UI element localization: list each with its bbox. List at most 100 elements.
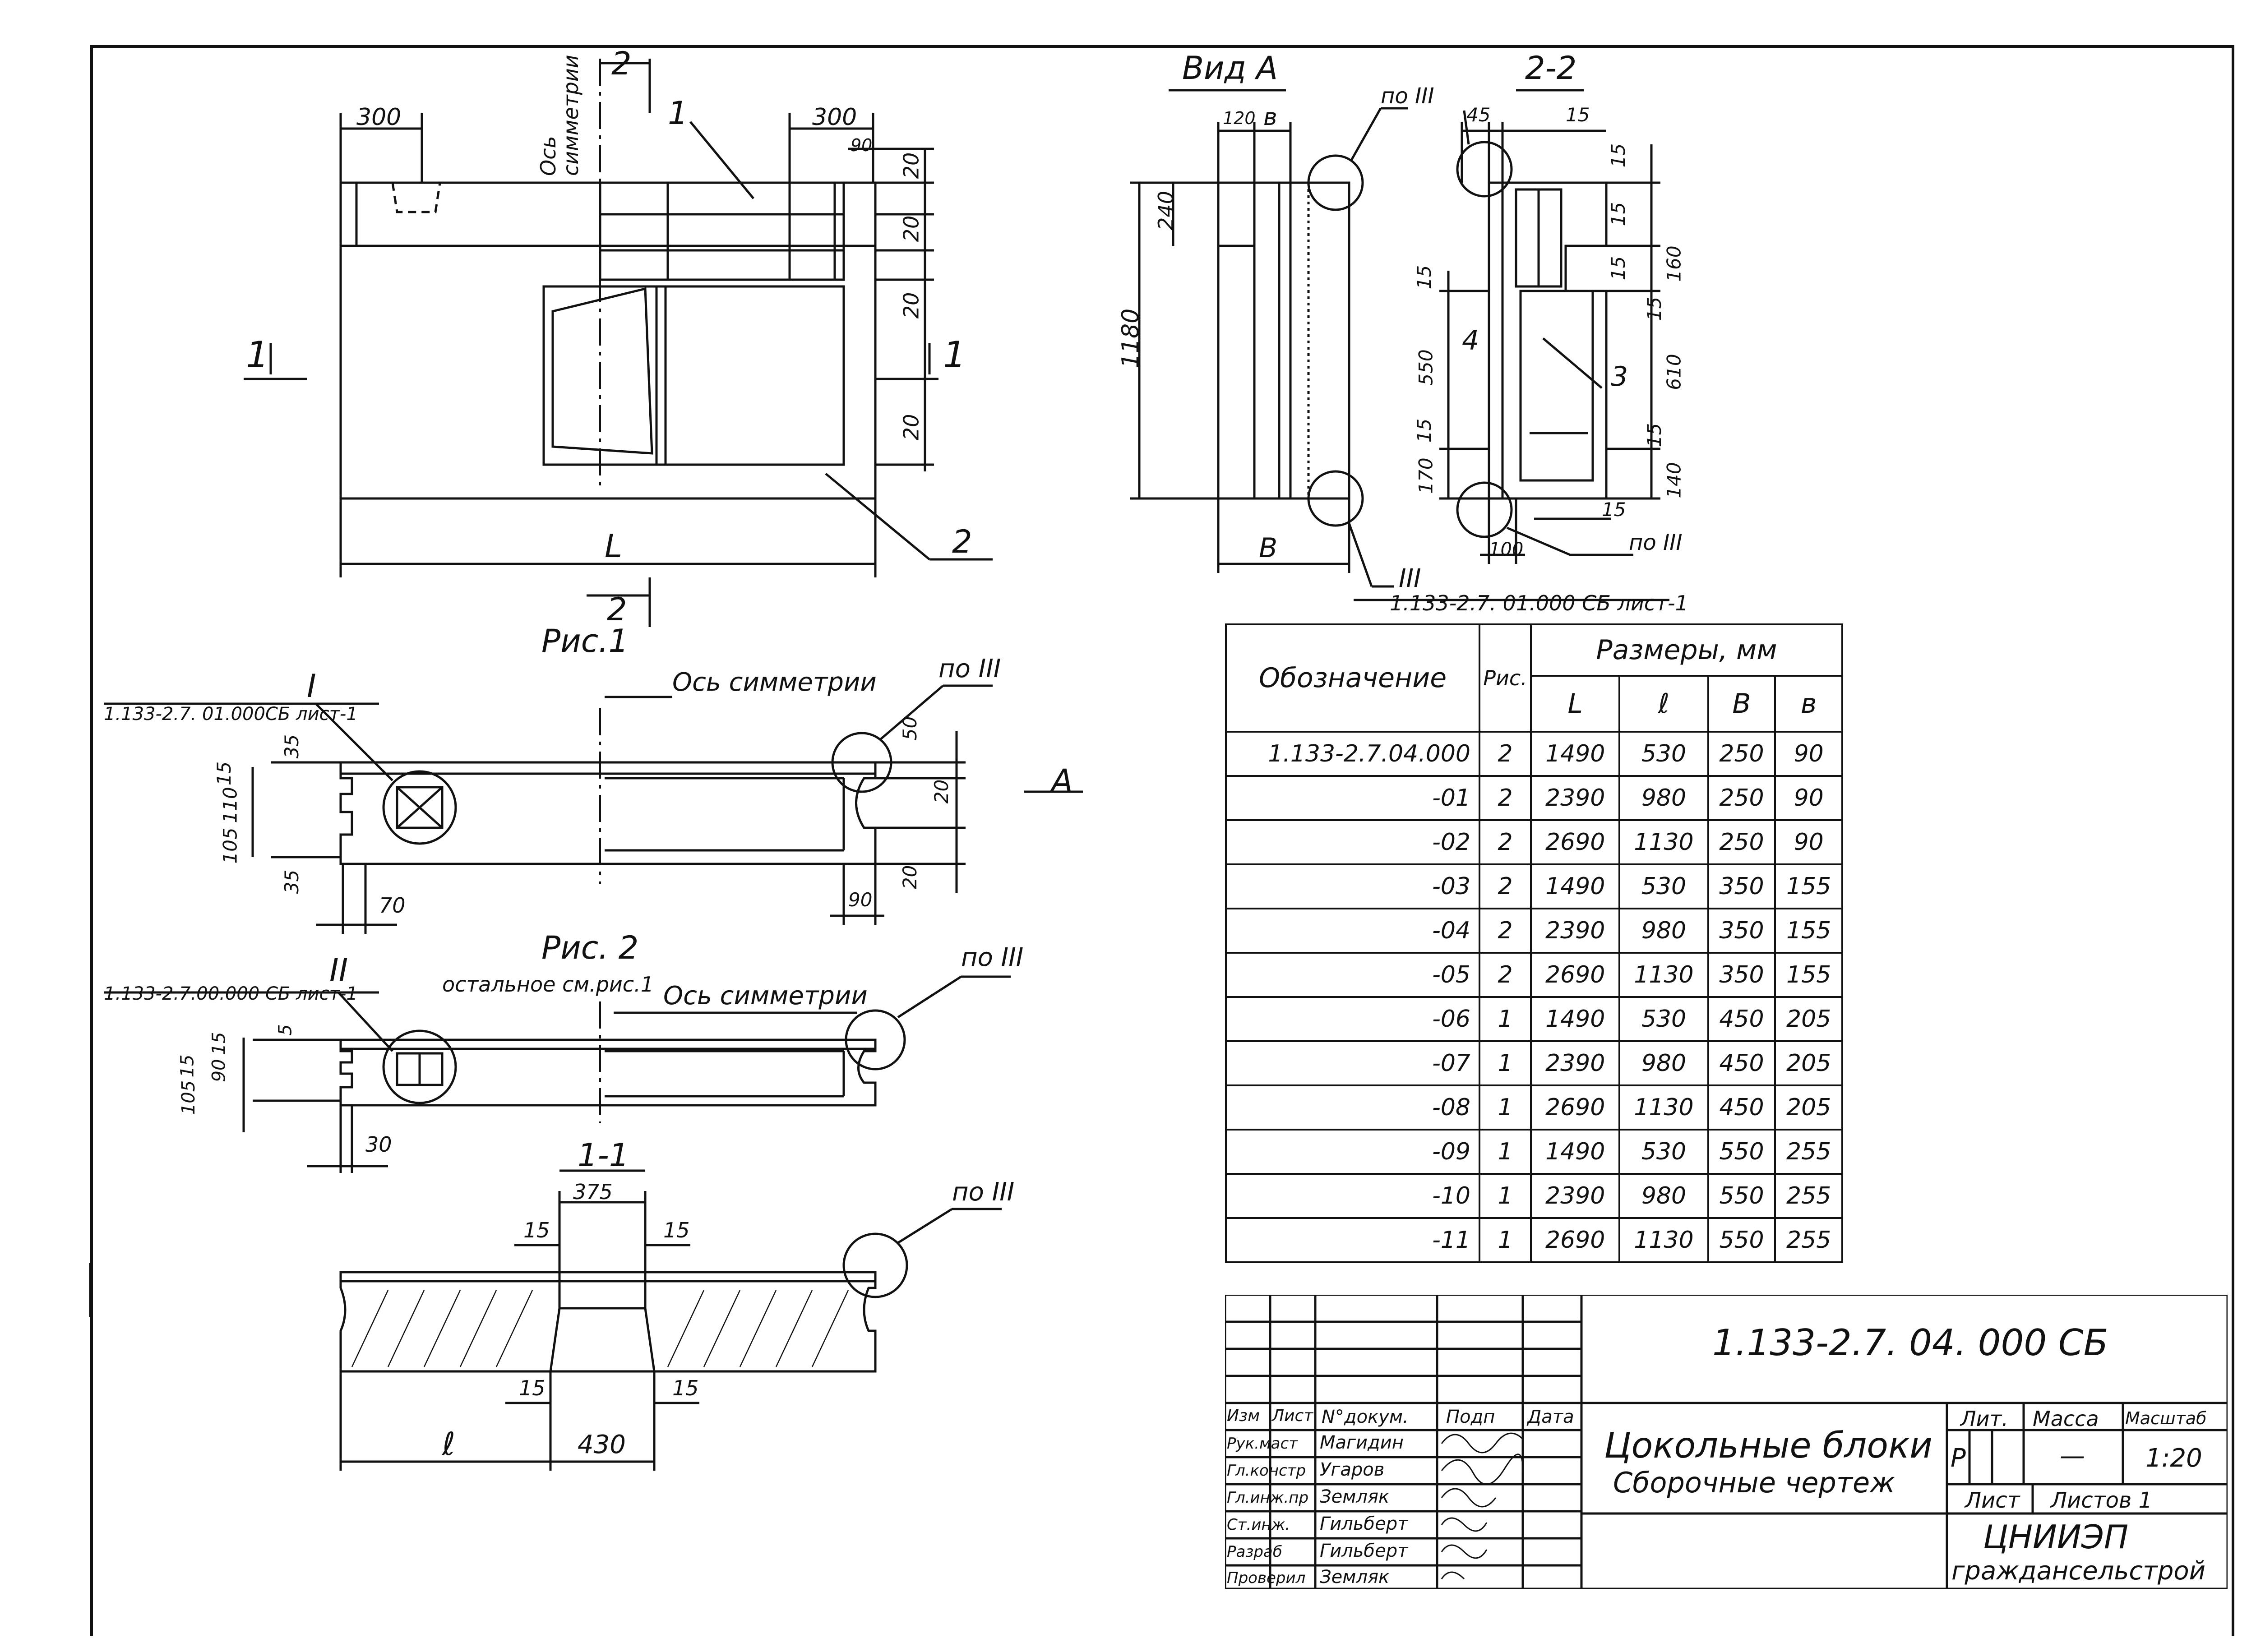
title-line2: Сборочные чертеж xyxy=(1613,1466,1895,1499)
sheets-label: Листов 1 xyxy=(2051,1488,2153,1513)
s11-dim-15-a: 15 xyxy=(523,1218,550,1242)
dim-170: 170 xyxy=(1415,457,1437,494)
cell-b: 205 xyxy=(1774,1084,1843,1131)
role-1: Гл.констр xyxy=(1227,1462,1306,1480)
fig2-title: Рис. 2 xyxy=(541,929,639,966)
col-sign: Подп xyxy=(1446,1407,1495,1427)
col-izm: Изм xyxy=(1227,1407,1260,1425)
cell-L: 1490 xyxy=(1530,863,1621,909)
cell-L: 2690 xyxy=(1530,1217,1621,1263)
s11-dim-15-c: 15 xyxy=(519,1376,546,1400)
mass-label: Масса xyxy=(2033,1407,2099,1431)
fig2-dim-15-b: 15 xyxy=(177,1054,198,1078)
col-list: Лист xyxy=(1272,1407,1313,1425)
cell-B: 350 xyxy=(1707,863,1776,909)
cell-l: 530 xyxy=(1618,731,1709,777)
org-line1: ЦНИИЭП xyxy=(1983,1518,2129,1556)
dim-20-a: 20 xyxy=(899,152,924,179)
cell-B: 450 xyxy=(1707,1040,1776,1086)
cell-b: 205 xyxy=(1774,1040,1843,1086)
scale-label: Масштаб xyxy=(2125,1408,2207,1428)
view-a xyxy=(1130,89,1669,601)
name-3: Гильберт xyxy=(1320,1514,1408,1534)
cell-des: -05 xyxy=(1225,952,1480,998)
cell-l: 1130 xyxy=(1618,1217,1709,1263)
section-1-1-title: 1-1 xyxy=(578,1137,629,1174)
dim-B: В xyxy=(1259,532,1278,564)
scale-value: 1:20 xyxy=(2145,1444,2202,1473)
fig1-dim-20-b: 20 xyxy=(899,865,921,890)
dim-100: 100 xyxy=(1489,539,1524,560)
cell-l: 980 xyxy=(1618,908,1709,954)
dim-20-c: 20 xyxy=(899,292,924,319)
dim-550: 550 xyxy=(1415,349,1437,386)
fig2-node-ref: по III xyxy=(961,943,1024,972)
dim-300-left: 300 xyxy=(356,104,402,131)
cell-des: 1.133-2.7.04.000 xyxy=(1225,731,1480,777)
fig1-plan xyxy=(104,684,1083,934)
cell-L: 2390 xyxy=(1530,908,1621,954)
cell-L: 1490 xyxy=(1530,1129,1621,1175)
cell-B: 350 xyxy=(1707,952,1776,998)
cell-des: -07 xyxy=(1225,1040,1480,1086)
cell-fig: 1 xyxy=(1479,1084,1532,1131)
th-l: ℓ xyxy=(1618,675,1709,733)
cell-des: -02 xyxy=(1225,819,1480,865)
cell-l: 980 xyxy=(1618,1040,1709,1086)
cell-L: 1490 xyxy=(1530,996,1621,1042)
dim-15-d: 15 xyxy=(1643,296,1666,321)
fig1-dim-90: 90 xyxy=(848,889,873,911)
title-line1: Цокольные блоки xyxy=(1604,1426,1932,1466)
fig2-plan xyxy=(104,975,1011,1173)
name-2: Земляк xyxy=(1320,1486,1390,1507)
node-III-label: III xyxy=(1399,564,1421,593)
cell-fig: 1 xyxy=(1479,1129,1532,1175)
fig1-dim-110: 110 xyxy=(219,787,241,823)
cell-L: 2390 xyxy=(1530,775,1621,821)
cell-B: 250 xyxy=(1707,775,1776,821)
dim-L: L xyxy=(605,528,622,565)
cell-fig: 2 xyxy=(1479,952,1532,998)
cell-fig: 2 xyxy=(1479,908,1532,954)
fig1-title: Рис.1 xyxy=(541,623,629,660)
cell-des: -10 xyxy=(1225,1173,1480,1219)
fig1-symmetry-axis: Ось симметрии xyxy=(672,668,877,697)
cell-b: 255 xyxy=(1774,1217,1843,1263)
item-4-label: 4 xyxy=(1462,325,1479,356)
dim-15-f: 15 xyxy=(1413,265,1436,290)
fig1-dim-35-top: 35 xyxy=(281,734,303,759)
item-2-label: 2 xyxy=(952,523,972,560)
cell-l: 980 xyxy=(1618,775,1709,821)
dim-20-b: 20 xyxy=(899,215,924,242)
dimensions-table: Обозначение Рис. Размеры, мм L ℓ В в 1.1… xyxy=(1225,623,1843,1263)
th-L: L xyxy=(1530,675,1621,733)
fig2-symmetry-axis: Ось симметрии xyxy=(663,981,868,1011)
fig1-dim-70: 70 xyxy=(379,893,406,918)
dim-610: 610 xyxy=(1663,354,1685,390)
fig2-node-II: II xyxy=(329,952,348,989)
dim-15-g: 15 xyxy=(1413,418,1436,443)
s11-dim-15-d: 15 xyxy=(672,1376,699,1400)
th-designation: Обозначение xyxy=(1225,623,1480,733)
cell-l: 1130 xyxy=(1618,819,1709,865)
doc-code: 1.133-2.7. 04. 000 СБ xyxy=(1712,1322,2108,1364)
cell-des: -08 xyxy=(1225,1084,1480,1131)
node-ref-bottom: по III xyxy=(1629,530,1683,555)
role-2: Гл.инж.пр xyxy=(1227,1489,1309,1507)
lit-value: Р xyxy=(1951,1444,1966,1473)
name-1: Угаров xyxy=(1320,1459,1385,1480)
cell-des: -11 xyxy=(1225,1217,1480,1263)
cell-des: -03 xyxy=(1225,863,1480,909)
dim-20-d: 20 xyxy=(899,414,924,441)
cell-fig: 1 xyxy=(1479,1217,1532,1263)
cut-1-right: 1 xyxy=(943,334,966,376)
col-docnum: N°докум. xyxy=(1322,1407,1409,1427)
arrow-A: А xyxy=(1051,762,1073,799)
